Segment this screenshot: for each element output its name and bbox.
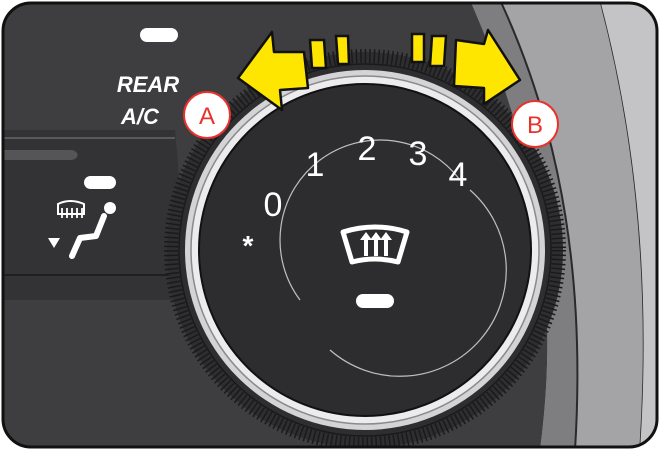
rear-label: REAR	[117, 72, 179, 97]
front-defrost-indicator	[356, 294, 394, 308]
rotate-left-arrow	[236, 30, 351, 112]
fan-speed-dial[interactable]: * 0 1 2 3 4	[198, 83, 532, 417]
scale-mark-4: 4	[449, 156, 468, 194]
rear-ac-indicator	[140, 28, 178, 42]
rotate-right-arrow	[410, 28, 522, 106]
callout-b: B	[511, 100, 559, 148]
scale-mark-3: 3	[409, 135, 428, 173]
front-defrost-button[interactable]	[340, 224, 410, 308]
ac-label: A/C	[120, 104, 160, 129]
scale-mark-2: 2	[358, 130, 377, 168]
floor-defrost-airflow-icon	[48, 202, 116, 259]
floor-defrost-button[interactable]	[48, 176, 116, 259]
dial-knurl	[164, 49, 566, 447]
floor-defrost-indicator	[84, 176, 116, 189]
callout-a-letter: A	[199, 103, 215, 130]
scale-mark-1: 1	[306, 146, 325, 184]
callout-b-letter: B	[527, 112, 543, 139]
callout-a: A	[183, 91, 231, 139]
front-defrost-icon	[340, 224, 410, 265]
rear-ac-button[interactable]: REAR A/C	[117, 28, 179, 129]
scale-mark-auto: *	[243, 230, 254, 261]
scale-mark-0: 0	[264, 186, 283, 224]
rear-defrost-icon	[57, 200, 85, 218]
